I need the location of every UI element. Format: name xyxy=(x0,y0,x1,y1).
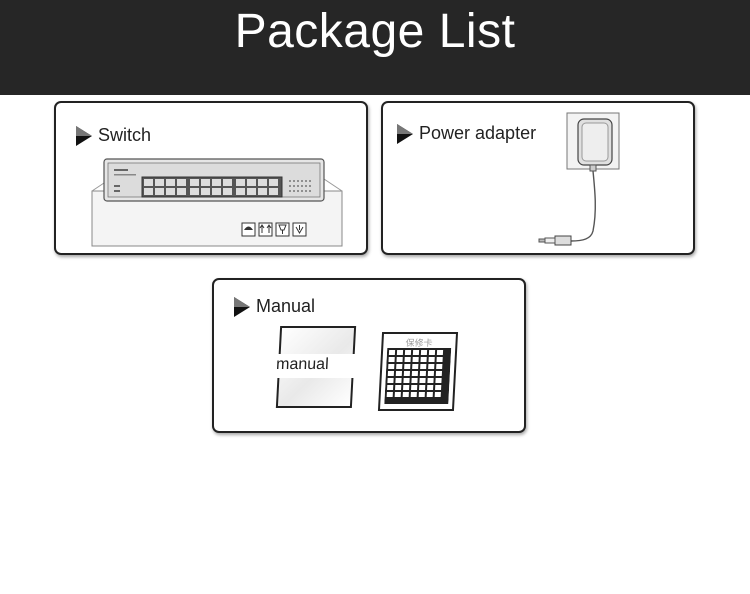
switch-card: Switch xyxy=(54,101,368,255)
switch-label: Switch xyxy=(98,125,152,145)
handling-symbols xyxy=(241,222,307,237)
bullet-triangle-icon xyxy=(234,296,250,317)
header-banner: Package List xyxy=(0,0,750,95)
manual-booklet: manual xyxy=(271,326,361,408)
manual-booklet-label: manual xyxy=(275,356,330,373)
power-adapter-label: Power adapter xyxy=(419,123,537,143)
manual-card-title: Manual xyxy=(234,296,315,317)
switch-illustration xyxy=(91,158,343,247)
bullet-triangle-icon xyxy=(76,125,92,146)
switch-ports xyxy=(144,179,278,195)
warranty-card-grid xyxy=(384,348,452,404)
manual-card: Manual manual 保修卡 xyxy=(212,278,526,433)
power-adapter-illustration xyxy=(538,112,620,246)
power-adapter-card: Power adapter xyxy=(381,101,695,255)
switch-card-title: Switch xyxy=(76,125,151,146)
page-title: Package List xyxy=(234,5,516,58)
warranty-card: 保修卡 xyxy=(377,332,459,411)
manual-label: Manual xyxy=(256,296,316,316)
bullet-triangle-icon xyxy=(397,123,413,144)
power-adapter-card-title: Power adapter xyxy=(397,123,536,144)
